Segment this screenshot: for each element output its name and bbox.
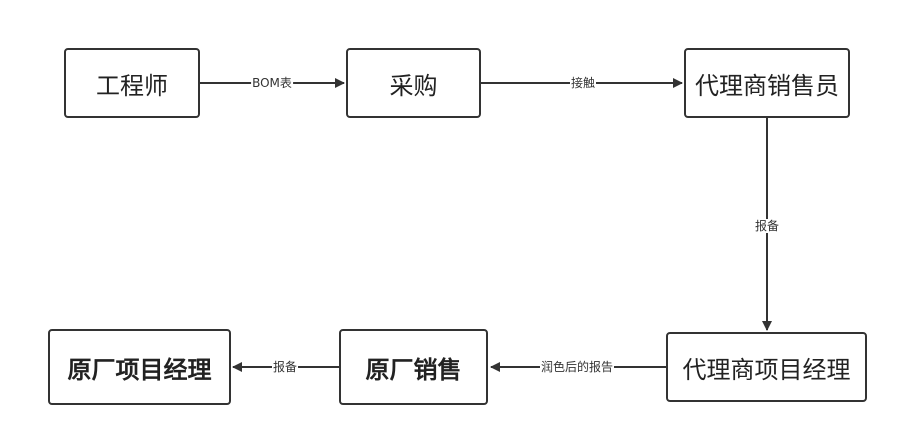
node-factory-sales-label: 原厂销售 (365, 355, 462, 384)
edge-label-polished-report: 润色后的报告 (539, 360, 615, 374)
node-purchasing-label: 采购 (389, 71, 438, 100)
node-engineer-label: 工程师 (96, 71, 168, 100)
edge-label-contact: 接触 (569, 76, 597, 90)
node-agent-pm: 代理商项目经理 (666, 332, 867, 402)
node-agent-sales: 代理商销售员 (684, 48, 850, 118)
node-factory-pm: 原厂项目经理 (48, 329, 231, 405)
node-agent-pm-label: 代理商项目经理 (682, 355, 851, 384)
node-purchasing: 采购 (346, 48, 481, 118)
node-factory-sales: 原厂销售 (339, 329, 488, 405)
node-factory-pm-label: 原厂项目经理 (67, 355, 212, 384)
edge-label-bom: BOM表 (251, 76, 293, 90)
edge-label-report-down: 报备 (753, 219, 781, 233)
node-engineer: 工程师 (64, 48, 200, 118)
edge-label-report-left: 报备 (271, 360, 299, 374)
node-agent-sales-label: 代理商销售员 (695, 71, 839, 100)
